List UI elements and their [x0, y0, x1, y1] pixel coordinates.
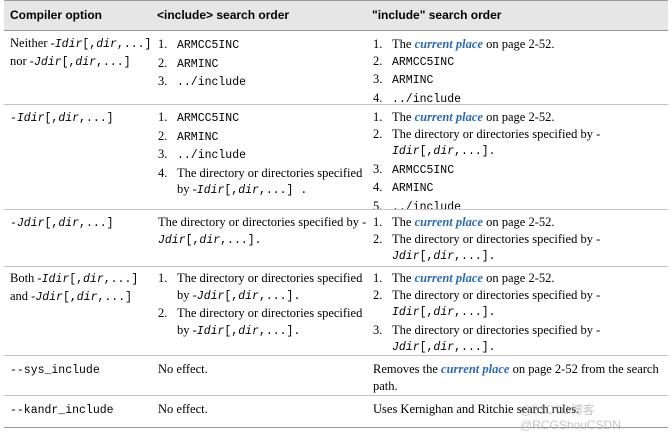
list-item: 1.ARMCC5INC: [158, 37, 240, 52]
header-compiler-option: Compiler option: [10, 8, 102, 22]
table-row-3-option: -Jdir[,dir,...]: [10, 217, 114, 230]
list-item: 3.ARMINC: [373, 72, 434, 87]
header-angle-include-order: <include> search order: [157, 8, 290, 22]
list-item: 2.The directory or directories specified…: [373, 287, 601, 320]
list-item: 5.../include: [373, 198, 462, 214]
list-item: 1.The current place on page 2-52.: [373, 215, 555, 229]
current-place-link[interactable]: current place: [441, 362, 510, 376]
table-row-2-angle-list: 1.ARMCC5INC 2.ARMINC 3.../include 4.The …: [158, 109, 368, 200]
list-item: 3.The directory or directories specified…: [373, 322, 601, 355]
table-row-2-option: -Idir[,dir,...]: [10, 112, 114, 125]
include-search-order-table: Compiler option <include> search order "…: [4, 0, 668, 428]
list-item: 1.The current place on page 2-52.: [373, 271, 555, 285]
list-item: 1.The current place on page 2-52.: [373, 37, 555, 51]
table-row-6-option: --kandr_include: [10, 404, 114, 417]
list-item: 2.ARMCC5INC: [373, 53, 455, 69]
table-row-1-quote-list: 1.The current place on page 2-52. 2.ARMC…: [373, 36, 663, 108]
table-row-2-quote-list: 1.The current place on page 2-52. 2.The …: [373, 109, 663, 216]
list-item: 2.The directory or directories specified…: [158, 306, 363, 338]
list-item: 3.ARMCC5INC: [373, 161, 455, 177]
table-row-5-angle-text: No effect.: [158, 362, 208, 376]
list-item: 4.The directory or directories specified…: [158, 165, 363, 198]
current-place-link[interactable]: current place: [414, 215, 483, 229]
table-row-4-angle-list: 1.The directory or directories specified…: [158, 270, 368, 340]
list-item: 2.ARMINC: [158, 128, 219, 144]
header-quote-include-order: "include" search order: [372, 8, 502, 22]
list-item: 2.The directory or directories specified…: [373, 126, 601, 159]
table-row-1-option: Neither -Idir[,dir,...] nor -Jdir[,dir,.…: [10, 36, 152, 69]
current-place-link[interactable]: current place: [414, 110, 483, 124]
table-row-6-quote-text: Uses Kernighan and Ritchie search rules.: [373, 402, 580, 416]
table-row-3-angle-text: The directory or directories specified b…: [158, 215, 367, 247]
watermark: @51CTO博客 @RCGShouCSDN: [520, 403, 621, 432]
table-row-3-quote-list: 1.The current place on page 2-52. 2.The …: [373, 214, 663, 266]
current-place-link[interactable]: current place: [414, 271, 483, 285]
table-header: [4, 0, 668, 31]
list-item: 1.The directory or directories specified…: [158, 271, 363, 303]
list-item: 2.The directory or directories specified…: [373, 231, 601, 264]
list-item: 4.../include: [373, 90, 462, 106]
current-place-link[interactable]: current place: [414, 37, 483, 51]
row-divider: [4, 266, 668, 267]
row-divider: [4, 395, 668, 396]
table-row-5-quote-text: Removes the current place on page 2-52 f…: [373, 362, 659, 393]
list-item: 3.../include: [158, 74, 247, 89]
table-row-1-angle-list: 1.ARMCC5INC 2.ARMINC 3.../include: [158, 36, 366, 92]
list-item: 1.The current place on page 2-52.: [373, 110, 555, 124]
table-row-6-angle-text: No effect.: [158, 402, 208, 416]
list-item: 2.ARMINC: [158, 55, 219, 71]
row-divider: [4, 104, 668, 105]
table-row-4-quote-list: 1.The current place on page 2-52. 2.The …: [373, 270, 663, 357]
row-divider: [4, 355, 668, 356]
row-divider: [4, 209, 668, 210]
table-row-4-option: Both -Idir[,dir,...] and -Jdir[,dir,...]: [10, 271, 139, 304]
list-item: 3.../include: [158, 147, 247, 162]
table-row-5-option: --sys_include: [10, 364, 100, 377]
list-item: 4.ARMINC: [373, 180, 434, 195]
list-item: 1.ARMCC5INC: [158, 110, 240, 125]
